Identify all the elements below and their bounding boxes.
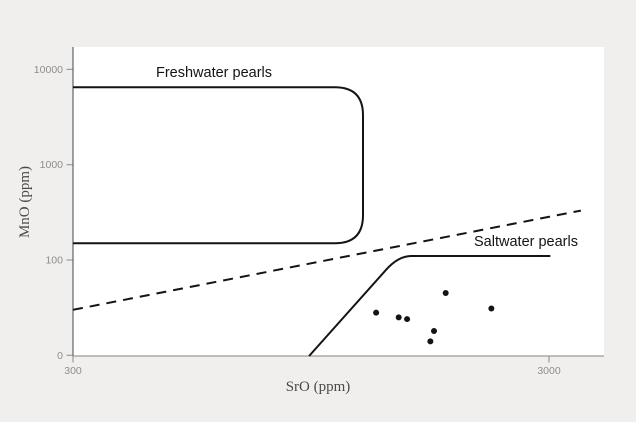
plot-area (73, 47, 604, 356)
data-point (373, 309, 380, 316)
x-tick-label: 3000 (537, 365, 561, 377)
data-point (488, 305, 495, 312)
x-tick-label: 300 (64, 365, 82, 377)
y-tick-label: 10000 (34, 64, 63, 76)
y-tick-label: 0 (57, 350, 63, 362)
data-point (404, 316, 411, 323)
y-tick-label: 100 (45, 255, 63, 267)
data-point (442, 290, 449, 297)
scatter-points (373, 290, 495, 345)
divider-dashed-line (72, 209, 582, 311)
y-tick-label: 1000 (40, 159, 64, 171)
freshwater-region-label: Freshwater pearls (156, 65, 272, 81)
data-point (431, 327, 438, 334)
x-axis-title: SrO (ppm) (286, 379, 351, 395)
freshwater-region-outline (73, 86, 364, 245)
data-point (395, 314, 402, 321)
saltwater-region-outline (308, 255, 551, 357)
saltwater-region-label: Saltwater pearls (474, 234, 578, 250)
y-axis-title: MnO (ppm) (17, 166, 33, 238)
data-point (427, 338, 434, 345)
